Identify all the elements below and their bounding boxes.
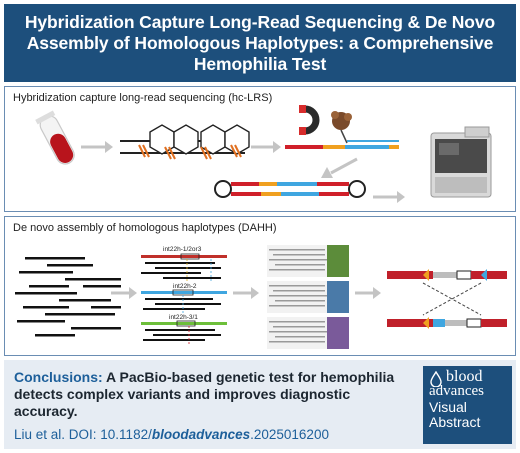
dahh-illustration: int22h-1/2or3 int22h-2 int22h-3/1 [15,245,507,349]
locus-label-1: int22h-1/2or3 [163,246,202,253]
dahh-panel: int22h-1/2or3 int22h-2 int22h-3/1 [4,216,516,356]
dna-capture-diagram [120,124,250,160]
citation-prefix: Liu et al. DOI: 10.1182/ [14,427,152,442]
blood-tube-icon [35,110,75,165]
title-banner: Hybridization Capture Long-Read Sequenci… [4,4,516,82]
captured-read [285,140,399,149]
hclrs-panel-label: Hybridization capture long-read sequenci… [13,92,273,104]
locus-label-2: int22h-2 [173,283,197,290]
logo-line-4: Abstract [429,414,481,430]
citation: Liu et al. DOI: 10.1182/bloodadvances.20… [14,427,329,442]
alignment-pileups [267,245,349,349]
title-line-1: Hybridization Capture Long-Read Sequenci… [24,12,496,32]
conclusion-text: Conclusions: A PacBio-based genetic test… [14,369,414,420]
smrtbell-library [214,180,366,198]
conclusion-body: A PacBio-based genetic test for hemophil… [14,369,395,419]
step-arrow-icon [233,287,259,299]
pacbio-sequencer-icon [430,126,492,198]
citation-journal: bloodadvances [151,427,251,442]
raw-reads-cluster [15,257,121,337]
step-arrow-icon [321,157,358,178]
logo-line-3: Visual [429,399,467,415]
dahh-panel-label: De novo assembly of homologous haplotype… [13,222,277,234]
hclrs-illustration [35,105,492,203]
conclusion-label: Conclusions: [14,369,103,385]
blood-drop-icon [430,371,442,387]
citation-suffix: .2025016200 [250,427,329,442]
magnet-icon [299,105,320,135]
step-arrow-icon [111,287,137,299]
logo-line-1: blood [446,368,483,385]
locus-label-3: int22h-3/1 [169,314,198,321]
sorted-read-groups: int22h-1/2or3 int22h-2 int22h-3/1 [141,246,227,345]
hclrs-panel: Hybridization capture long-read sequenci… [4,86,516,212]
step-arrow-icon [355,287,381,299]
step-arrow-icon [81,141,113,153]
blood-advances-logo: blood advances Visual Abstract [423,366,512,444]
logo-line-2: advances [429,383,484,399]
title-line-3: Hemophilia Test [193,54,327,74]
streptavidin-bead-icon [331,111,352,144]
title-line-2: Assembly of Homologous Haplotypes: a Com… [26,33,494,53]
step-arrow-icon [373,191,405,203]
assembled-haplotypes [387,269,507,329]
step-arrow-icon [251,141,281,153]
